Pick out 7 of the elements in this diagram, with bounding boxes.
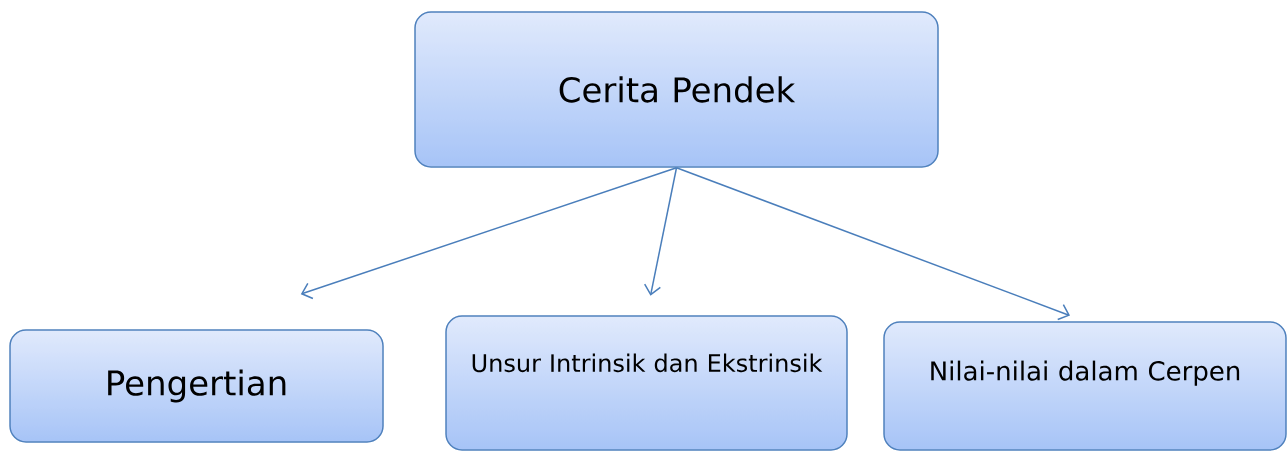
topic-box: Cerita Pendek: [414, 11, 939, 168]
arrow: [300, 167, 678, 300]
topic-box: Pengertian: [9, 329, 384, 443]
topic-box: Unsur Intrinsik dan Ekstrinsik: [445, 315, 848, 451]
arrow: [643, 167, 678, 296]
topic-box: Nilai-nilai dalam Cerpen: [883, 321, 1287, 451]
arrow: [675, 167, 1071, 321]
